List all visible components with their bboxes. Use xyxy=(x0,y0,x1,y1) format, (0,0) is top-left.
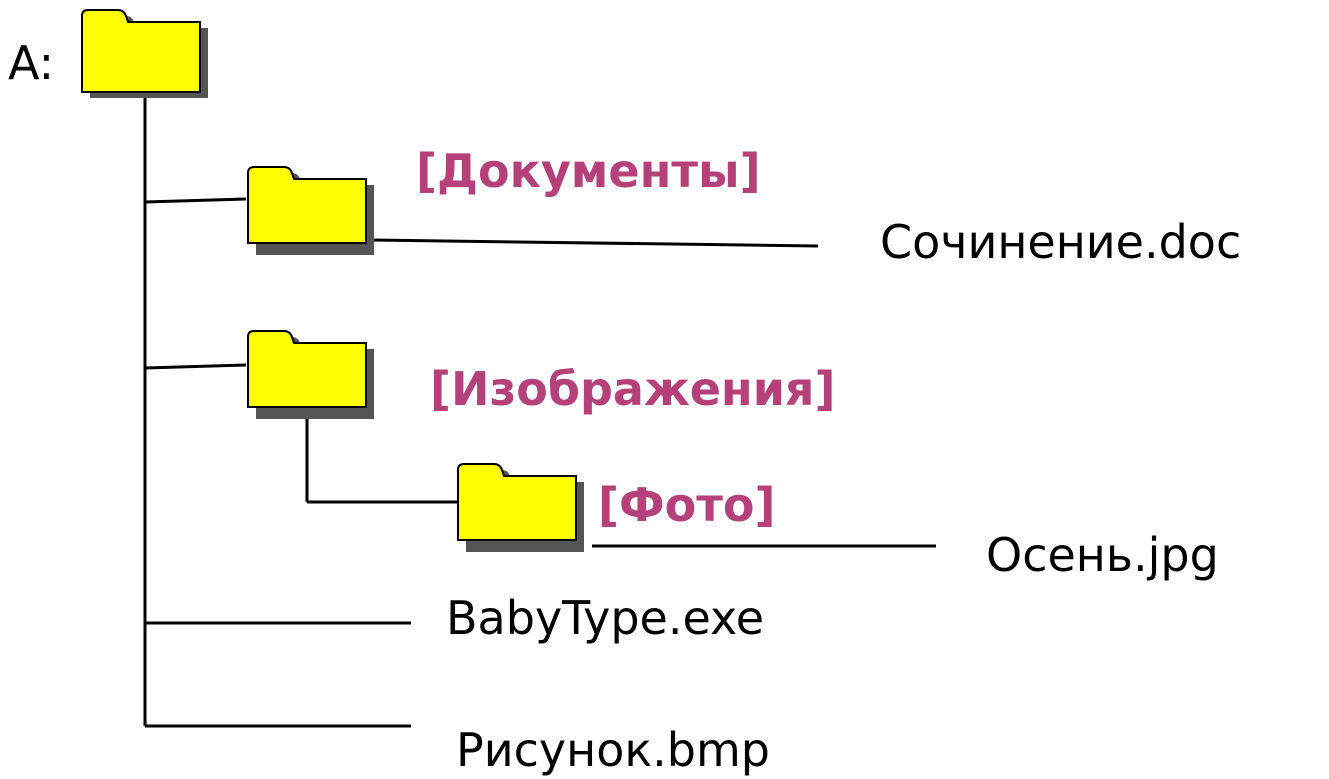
root-folder-icon[interactable] xyxy=(80,6,208,98)
images-folder-label: [Изображения] xyxy=(430,362,836,416)
documents-folder-icon[interactable] xyxy=(246,163,374,255)
branch-images-line xyxy=(144,363,247,370)
documents-folder-label: [Документы] xyxy=(416,144,761,198)
images-folder-icon[interactable] xyxy=(246,327,374,419)
branch-documents-line xyxy=(144,197,247,204)
autumn-file-label[interactable]: Осень.jpg xyxy=(986,528,1219,582)
babytype-file-label[interactable]: BabyType.exe xyxy=(446,591,765,645)
photo-folder-icon[interactable] xyxy=(456,460,584,552)
branch-essay-line xyxy=(369,238,819,248)
photo-folder-label: [Фото] xyxy=(598,478,776,532)
drive-label: A: xyxy=(8,36,55,90)
essay-file-label[interactable]: Сочинение.doc xyxy=(880,215,1242,269)
picture-file-label[interactable]: Рисунок.bmp xyxy=(456,723,770,777)
